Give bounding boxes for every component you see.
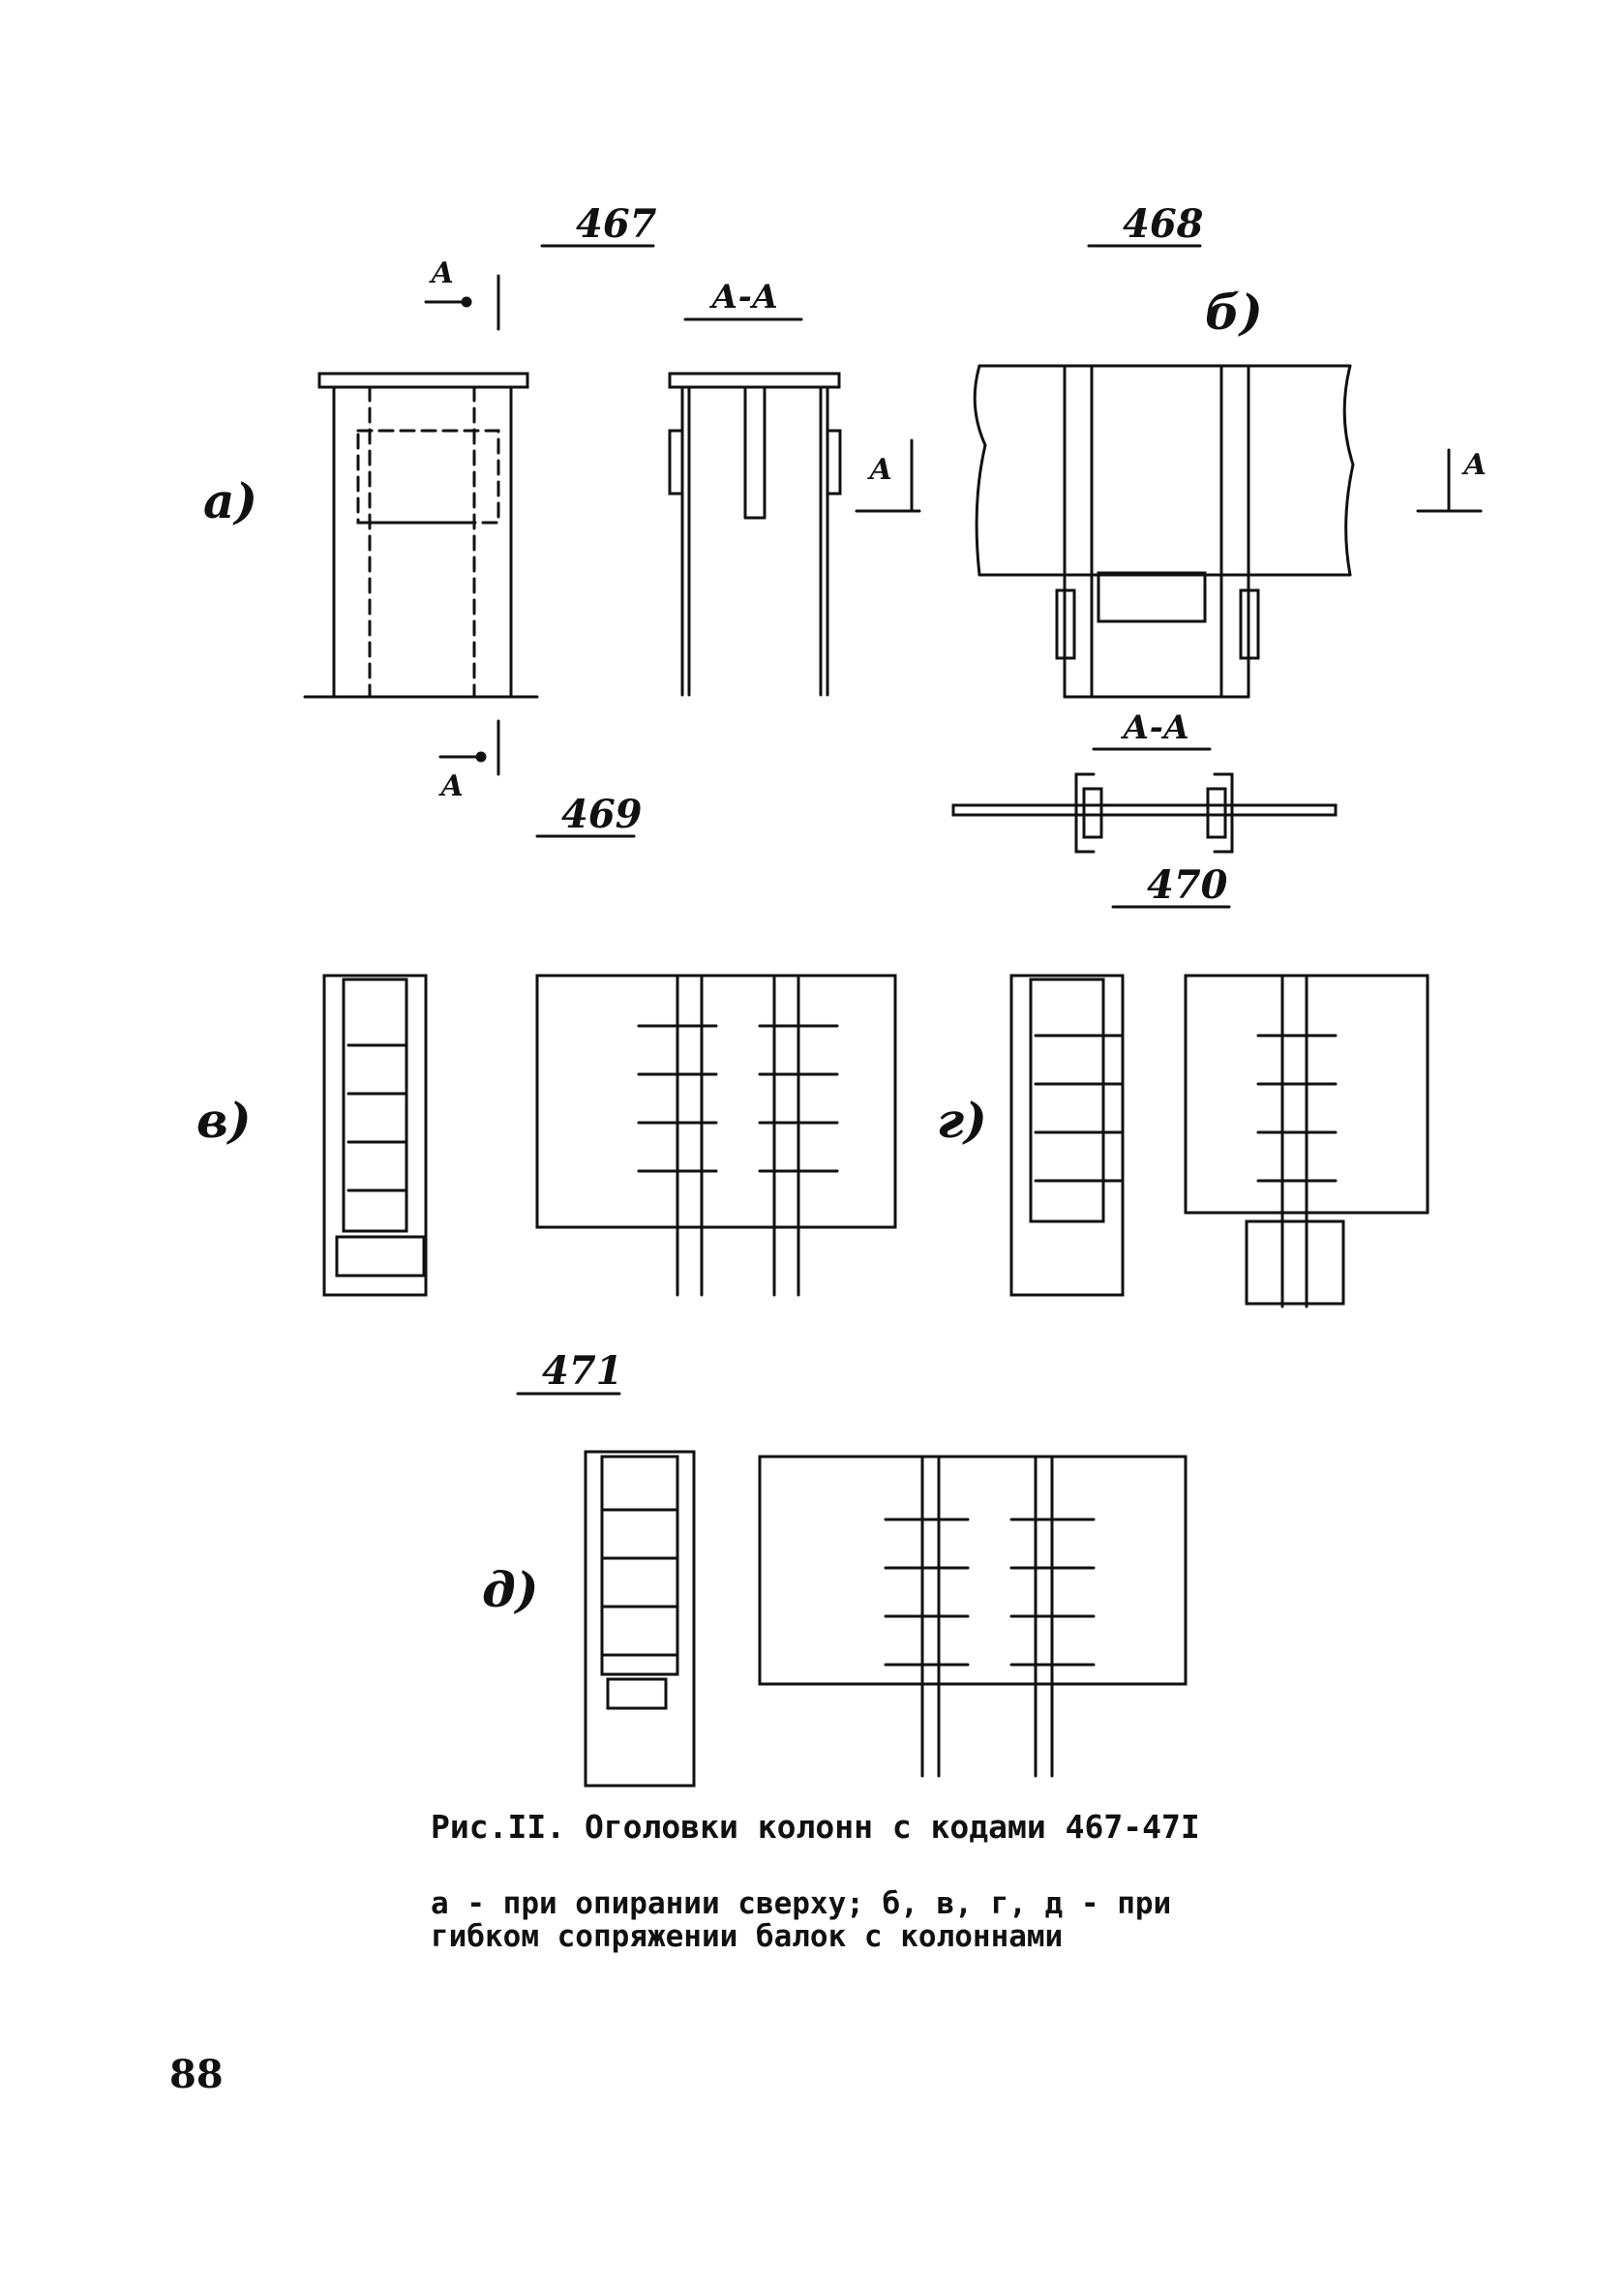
svg-text:А-А: А-А	[1120, 708, 1190, 747]
drawing-470	[1009, 974, 1429, 1308]
drawing-471	[584, 1450, 1188, 1788]
caption-description-line-1: а - при опирании сверху; б, в, г, д - пр…	[431, 1886, 1172, 1921]
caption-description-line-2: гибком сопряжении балок с колоннами	[431, 1919, 1064, 1954]
panel-label-d: д)	[482, 1561, 538, 1618]
panel-label-v: в)	[196, 1092, 252, 1149]
panel-label-a: а)	[203, 472, 257, 529]
drawing-468-section	[951, 772, 1338, 854]
drawing-467-front: А А	[303, 256, 539, 803]
figure-caption: Рис.II. Оголовки колонн с кодами 467-47I…	[431, 1808, 1398, 1953]
code-label-470: 470	[1147, 862, 1228, 908]
cut-letter-bottom: А	[438, 769, 464, 803]
drawing-469	[322, 974, 897, 1297]
code-469-group: 469	[535, 792, 643, 838]
panel-label-g: г)	[937, 1092, 987, 1149]
caption-description: а - при опирании сверху; б, в, г, д - пр…	[431, 1887, 1398, 1953]
section-label-468: А-А	[1092, 708, 1212, 751]
code-467-group: 467	[540, 201, 657, 248]
panel-label-b: б)	[1205, 284, 1263, 341]
code-468-group: 468	[1087, 201, 1204, 248]
code-label-467: 467	[576, 201, 657, 247]
drawing-467-section: А	[668, 372, 921, 697]
code-label-469: 469	[561, 792, 643, 837]
page-number: 88	[169, 2052, 224, 2097]
cut-letter-468: А	[1461, 448, 1487, 482]
code-label-468: 468	[1123, 201, 1204, 247]
svg-text:А-А: А-А	[708, 278, 779, 316]
code-label-471: 471	[542, 1348, 623, 1394]
section-label-467: А-А	[683, 278, 803, 321]
drawing-468-view: А	[973, 364, 1487, 699]
caption-title: Рис.II. Оголовки колонн с кодами 467-47I	[431, 1808, 1200, 1846]
code-471-group: 471	[516, 1348, 623, 1396]
cut-letter-right: А	[867, 453, 892, 487]
cut-letter-top: А	[429, 256, 454, 290]
code-470-group: 470	[1111, 862, 1231, 909]
